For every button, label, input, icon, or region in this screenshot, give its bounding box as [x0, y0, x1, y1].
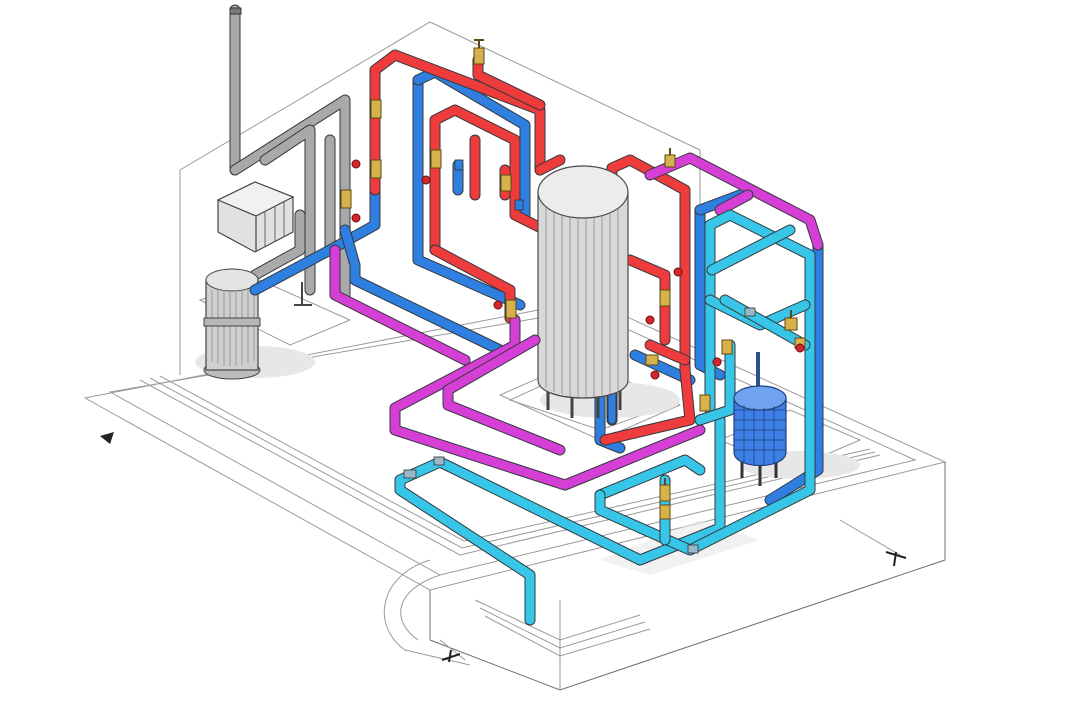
pipe-support	[294, 282, 312, 306]
valve-stem	[474, 39, 792, 485]
valves	[340, 39, 806, 554]
vertical-storage-tank	[537, 165, 629, 418]
red-valve-handle	[351, 159, 805, 380]
pipe-coupling	[403, 159, 756, 554]
section-mark-right	[885, 551, 907, 567]
section-mark-bottom	[441, 649, 461, 663]
expansion-tank	[733, 352, 787, 486]
return-pipes	[329, 152, 824, 491]
brass-valve	[340, 47, 806, 520]
control-cabinet	[216, 181, 295, 253]
pump-motor	[203, 268, 261, 380]
flue-pipes	[229, 4, 351, 306]
flue-stack	[229, 7, 242, 15]
section-mark-left	[100, 432, 114, 444]
